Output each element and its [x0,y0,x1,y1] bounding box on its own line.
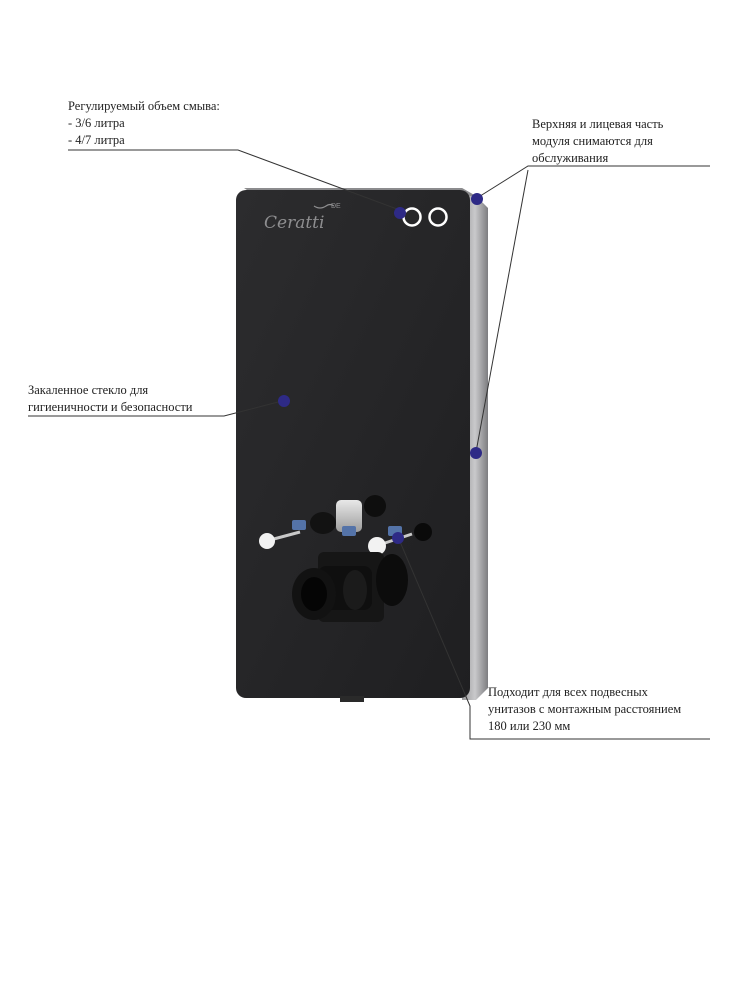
marker-top-edge [471,193,483,205]
callout-compat-line1: Подходит для всех подвесных [488,685,648,699]
svg-text:DE: DE [331,203,341,210]
callout-flush-volume: Регулируемый объем смыва: - 3/6 литра - … [68,98,220,149]
marker-plumbing [392,532,404,544]
callout-flush-line3: - 4/7 литра [68,133,125,147]
leader-line-glass [28,400,283,417]
module-bottom-foot [340,696,364,702]
brand-logo-text: Ceratti [264,213,324,233]
flush-button-large[interactable] [428,207,448,227]
marker-glass [278,395,290,407]
plumbing-connections [259,495,432,622]
callout-removable-parts: Верхняя и лицевая часть модуля снимаются… [532,116,663,167]
leader-line-flush [68,149,406,213]
callout-glass-line2: гигиеничности и безопасности [28,400,193,414]
brand-logo: Ceratti DE [264,203,341,233]
callout-compat-line3: 180 или 230 мм [488,719,571,733]
callout-removable-line2: модуля снимаются для [532,134,653,148]
marker-side-edge [470,447,482,459]
callout-compatibility: Подходит для всех подвесных унитазов с м… [488,684,681,735]
callout-flush-line1: Регулируемый объем смыва: [68,99,220,113]
callout-removable-line3: обслуживания [532,151,609,165]
callout-glass-line1: Закаленное стекло для [28,383,149,397]
leader-lines [28,149,710,740]
glass-front-panel [236,190,470,698]
callout-flush-line2: - 3/6 литра [68,116,125,130]
marker-flush [394,207,406,219]
callout-markers [278,193,483,544]
callout-tempered-glass: Закаленное стекло для гигиеничности и бе… [28,382,192,416]
callout-compat-line2: унитазов с монтажным расстоянием [488,702,682,716]
leader-line-removable-side [475,169,529,453]
leader-line-removable-top [476,165,710,199]
leader-line-compat [397,536,710,740]
callout-removable-line1: Верхняя и лицевая часть [532,117,664,131]
